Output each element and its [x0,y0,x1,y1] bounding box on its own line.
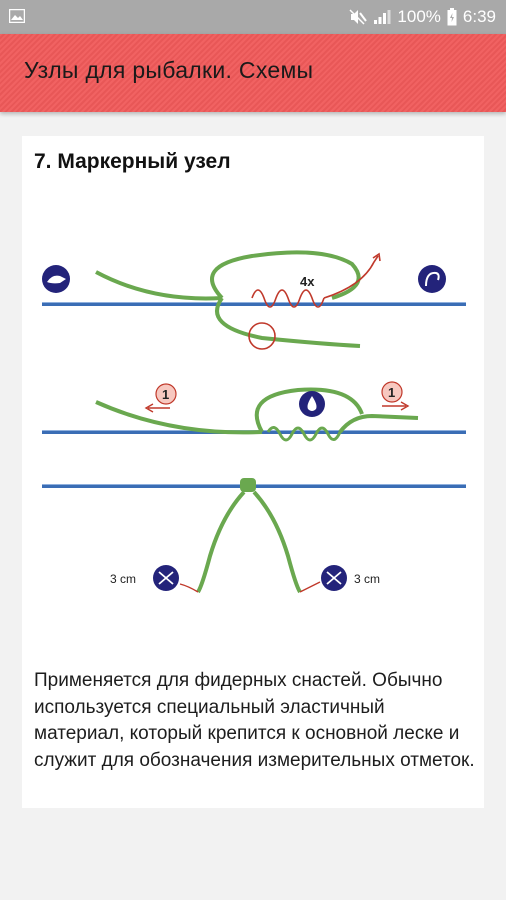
status-bar-right: 100% 6:39 [349,0,496,34]
knot-description: Применяется для фидерных снастей. Обычно… [34,670,475,771]
status-bar: 100% 6:39 [0,0,506,34]
knot-diagram: 4x 1 1 [42,250,466,594]
image-notification-icon [9,9,25,23]
mute-icon [349,9,368,25]
app-bar: Узлы для рыбалки. Схемы [0,34,506,112]
app-title: Узлы для рыбалки. Схемы [24,57,314,83]
step-badge-left [155,383,177,405]
diagram-stage-2: 1 1 [42,381,466,442]
signal-icon [374,10,391,24]
length-label-left: 3 cm [110,572,136,586]
diagram-stage-3: 3 cm 3 cm [42,478,466,594]
knot-card: 7. Маркерный узел 4x [22,136,484,808]
length-label-right: 3 cm [354,572,380,586]
step-badge-right [381,381,403,403]
battery-percent: 100% [397,7,441,26]
battery-icon [447,8,457,26]
step-label-right: 1 [388,385,395,400]
turns-label: 4x [300,274,315,289]
knot-title: 7. Маркерный узел [34,150,231,173]
step-label-left: 1 [162,387,169,402]
clock: 6:39 [462,7,496,26]
diagram-stage-1: 4x [42,250,466,350]
hook-icon [418,265,446,293]
